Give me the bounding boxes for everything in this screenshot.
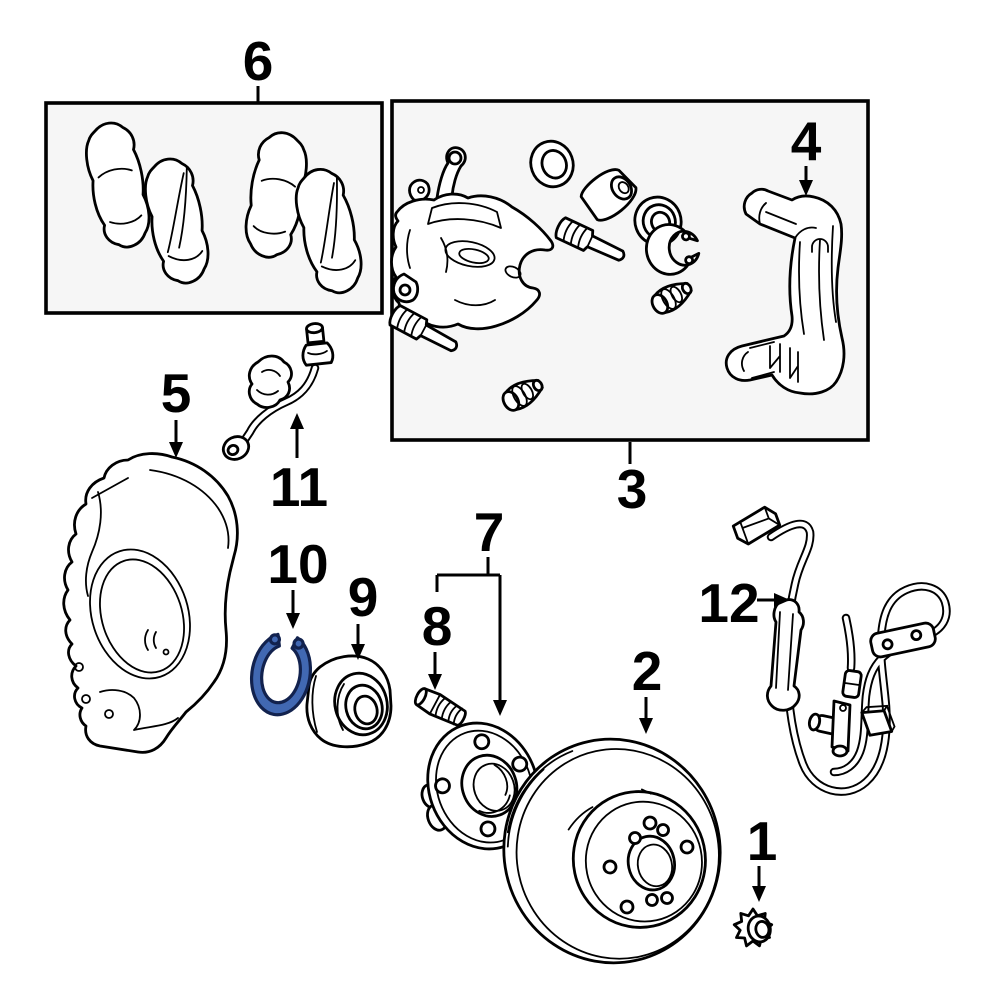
callout-9-label: 9 [348,566,379,628]
callout-10-label: 10 [267,533,328,595]
callout-7-label: 7 [474,501,505,563]
snap-ring-highlighted [249,632,312,717]
brake-pad-inner-right [294,168,363,295]
callout-12-label: 12 [698,572,759,634]
brake-pad-inner-left [144,157,210,285]
callout-11: 11 [270,413,328,518]
hub-hole-3 [434,777,451,795]
hose-bracket [247,354,293,409]
abs-mount-tab [860,704,896,737]
abs-bracket-plate [869,621,937,659]
brake-caliper [390,146,555,331]
callout-8: 8 [422,595,453,690]
callout-5: 5 [161,362,192,458]
brake-hose [221,322,335,461]
caliper-bracket [724,187,846,396]
callout-6-label: 6 [243,30,274,92]
brake-rotor [502,737,722,965]
hub-hole-1 [473,733,491,751]
rotor-hole-8 [660,891,674,905]
caliper-banjo-hole [447,150,463,166]
callout-6: 6 [243,30,274,102]
callout-2-label: 2 [632,640,663,702]
abs-sensor-wire [731,505,951,796]
hub-hole-2 [511,755,529,773]
callout-4-label: 4 [791,110,822,172]
slide-pin-upper [554,216,626,262]
slide-pin-lower [388,304,459,353]
abs-bracket-hole-1 [881,638,894,651]
piston-seal-ring [529,139,575,189]
lock-nut [732,907,774,948]
callout-10: 10 [267,533,329,629]
abs-sensor-cross [807,699,852,758]
bleeder-fitting-right [650,281,693,315]
rotor-hole-7 [645,893,659,907]
rotor-hole-3 [628,831,642,845]
callout-11-label: 11 [270,456,328,518]
callout-9: 9 [348,566,379,660]
brake-dust-shield [62,452,239,754]
callout-7: 7 [435,501,507,716]
abs-connector [731,505,782,546]
piston-boot [579,168,638,222]
callout-4: 4 [791,110,822,196]
abs-bracket-hole-2 [910,629,923,642]
callouts: 6 3 4 5 11 10 9 [161,30,822,902]
abs-grommet [841,669,863,699]
hub-bolt [413,687,467,727]
snap-ring-hook-right [292,637,305,650]
brake-pad-outer-right [244,131,308,259]
rotor-hole-4 [679,839,695,855]
hose-fitting [301,322,335,367]
caliper-snap-ring [645,223,701,276]
bleeder-fitting-lower [501,378,544,412]
callout-1-label: 1 [747,810,778,872]
callout-8-label: 8 [422,595,453,657]
brake-pad-outer-left [85,121,151,249]
caliper-mount-hole [398,283,412,297]
caliper-kit-box [388,99,870,442]
callout-12: 12 [698,572,790,634]
brake-pad-set-box [44,101,384,315]
hose-eye-end [221,435,251,461]
callout-1: 1 [747,810,778,902]
wheel-bearing [305,654,393,749]
rotor-hole-6 [619,899,635,915]
callout-3-label: 3 [617,458,648,520]
callout-5-label: 5 [161,362,192,424]
snap-ring-hook-left [268,633,282,646]
abs-wire-sleeve [765,598,805,712]
callout-3: 3 [617,442,648,520]
callout-2: 2 [632,640,663,734]
rotor-hole-2 [656,823,670,837]
hub-hole-4 [479,820,497,838]
rotor-hole-1 [642,815,658,831]
rotor-hole-5 [602,859,618,875]
